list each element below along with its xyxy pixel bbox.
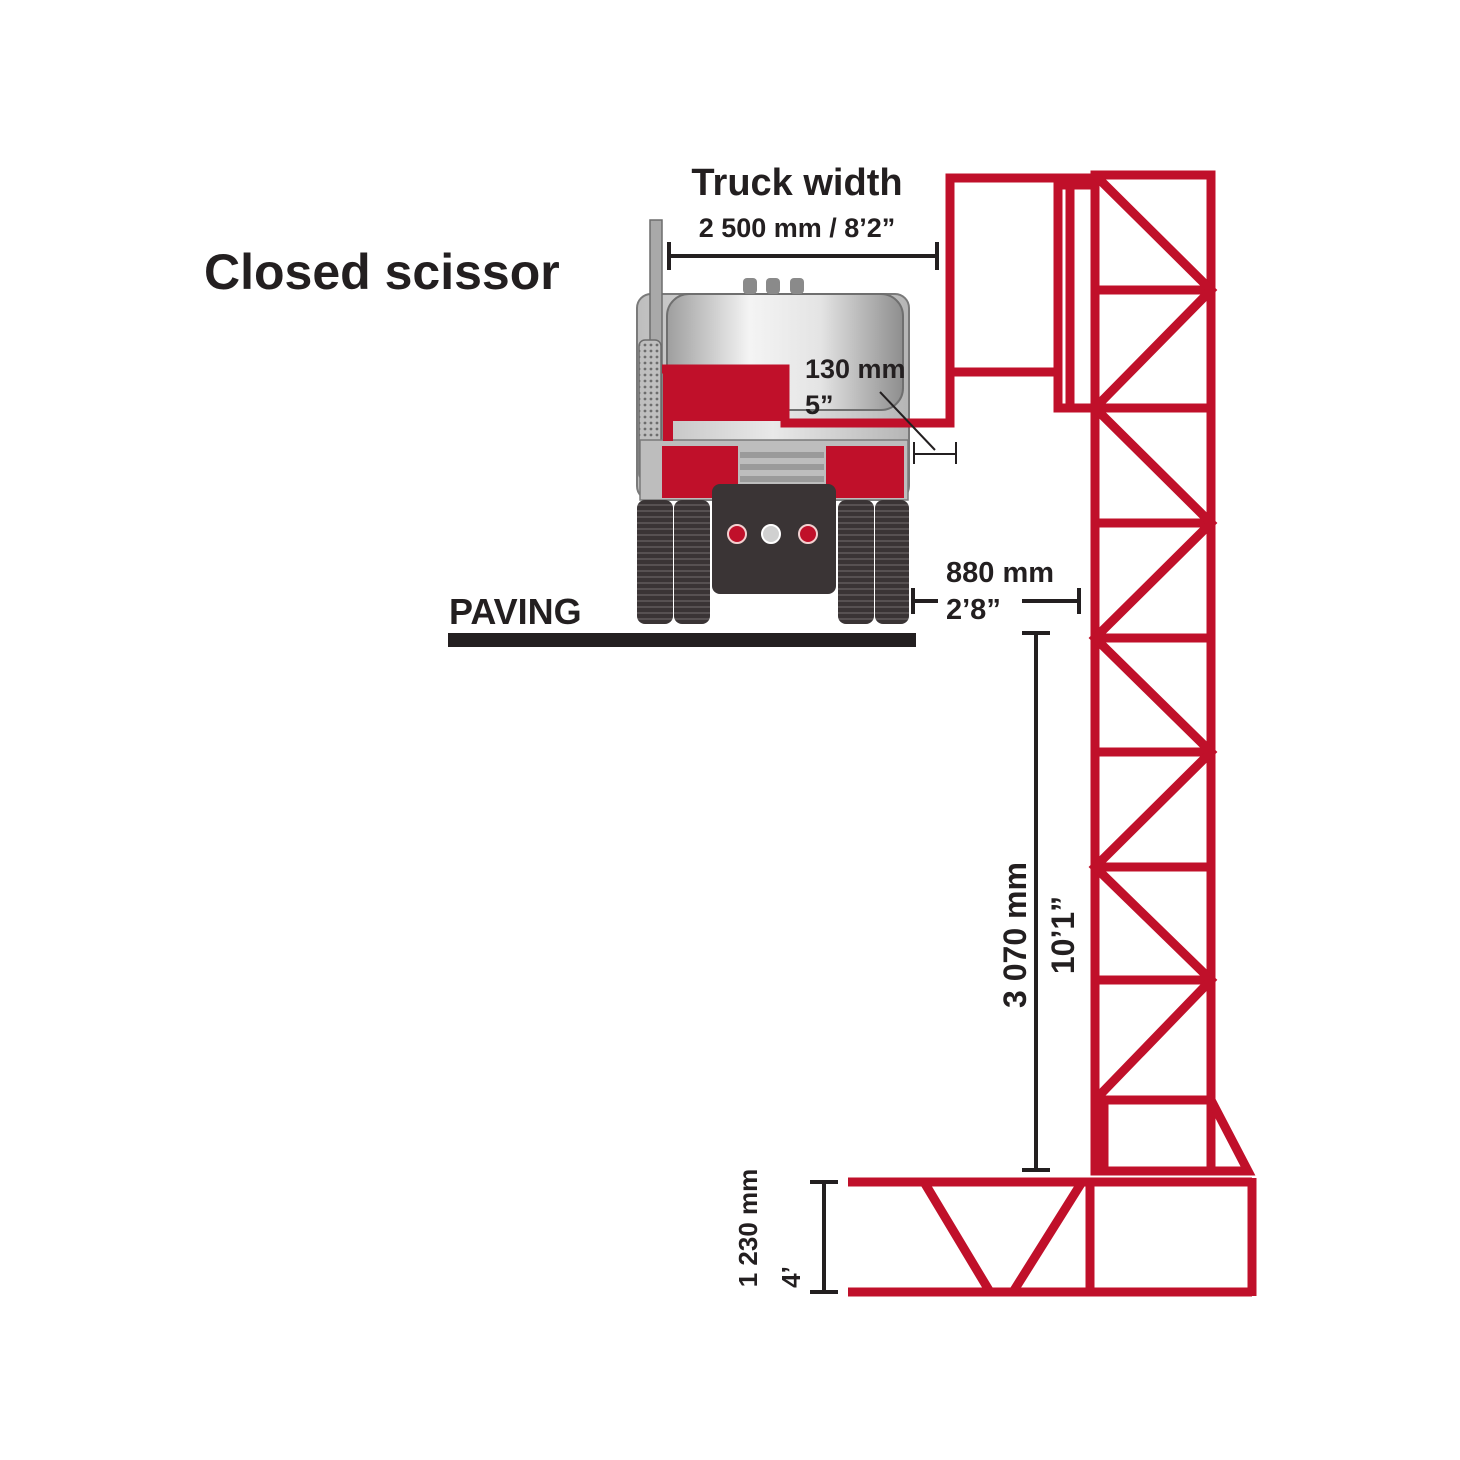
tail-light-center <box>761 524 781 544</box>
tail-light-right <box>798 524 818 544</box>
offset-small-imperial: 5” <box>805 390 834 420</box>
offset-side-metric: 880 mm <box>946 557 1054 589</box>
paving-line <box>448 633 916 647</box>
base-height-metric: 1 230 mm <box>733 1169 763 1288</box>
marker-lights <box>743 278 804 294</box>
diagram-title: Closed scissor <box>204 244 560 300</box>
base-height-dimension-line <box>810 1180 838 1294</box>
height-imperial: 10’1” <box>1045 896 1081 974</box>
tail-light-left <box>727 524 747 544</box>
offset-side-imperial: 2’8” <box>946 594 1001 626</box>
offset-small-dimension-line <box>879 391 957 464</box>
truck-width-value: 2 500 mm / 8’2” <box>699 213 896 243</box>
offset-small-metric: 130 mm <box>805 354 906 384</box>
height-metric: 3 070 mm <box>997 862 1033 1008</box>
paving-label: PAVING <box>449 591 582 632</box>
height-dimension-line <box>1022 631 1050 1172</box>
truck-width-dimension-line <box>667 242 939 270</box>
base-height-imperial: 4’ <box>776 1266 806 1288</box>
truck-width-label: Truck width <box>691 162 902 204</box>
red-panel-right <box>826 446 904 498</box>
offset-side-dimension-line <box>911 588 1081 614</box>
rear-grille <box>740 452 824 482</box>
scissor-frame <box>662 170 1257 1297</box>
wheels <box>637 500 909 624</box>
